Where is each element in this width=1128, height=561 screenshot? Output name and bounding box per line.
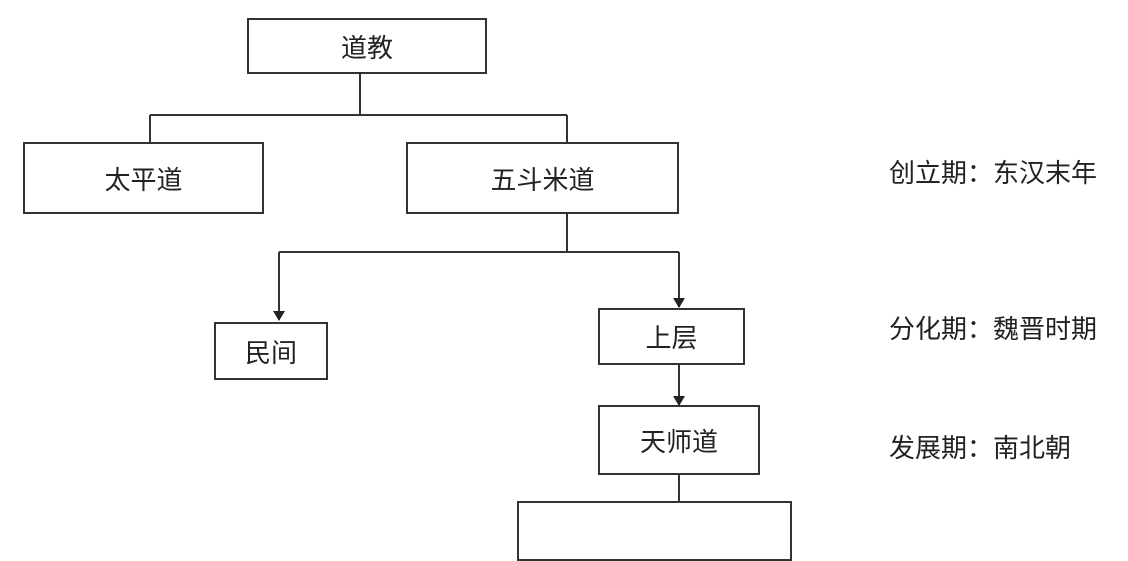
phase-label-founding: 创立期：东汉末年 [889,159,1098,189]
node-taipingdao: 太平道 [23,142,264,214]
connector-lines [149,73,685,502]
node-daojiao: 道教 [247,18,487,74]
phase-label-development: 发展期：南北朝 [889,434,1072,464]
node-bottom-partial [517,501,792,561]
node-shangceng: 上层 [598,308,745,365]
node-tianshidao: 天师道 [598,405,760,475]
node-wudoumidao: 五斗米道 [406,142,679,214]
phase-label-division: 分化期：魏晋时期 [889,315,1098,345]
node-minjian: 民间 [214,322,328,380]
